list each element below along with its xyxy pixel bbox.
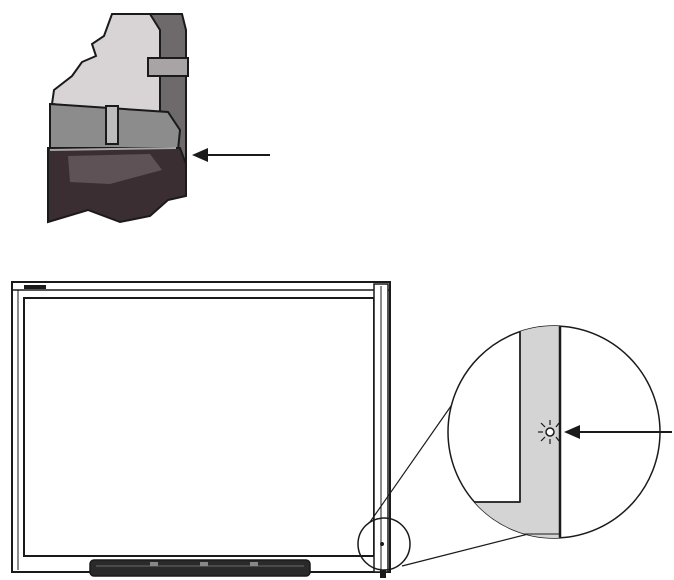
magnified-inset-illustration	[447, 325, 661, 539]
detail-corner-tray-highlight	[68, 154, 162, 184]
whiteboard-logo-mark	[24, 285, 46, 289]
magnifier-small-circle	[357, 517, 411, 571]
whiteboard-overview-illustration	[11, 281, 391, 578]
arrow-icon	[192, 148, 270, 162]
sensor-light-icon	[538, 420, 560, 444]
arrow-icon	[564, 425, 672, 439]
sensor-point-small	[380, 542, 384, 546]
detail-corner-clip	[147, 57, 189, 77]
detail-corner-slot	[105, 105, 119, 145]
detail-corner-edge-line	[49, 147, 177, 151]
whiteboard-writing-surface	[23, 297, 375, 557]
magnifier-connector-top	[369, 395, 459, 523]
detail-corner-illustration	[47, 13, 189, 224]
